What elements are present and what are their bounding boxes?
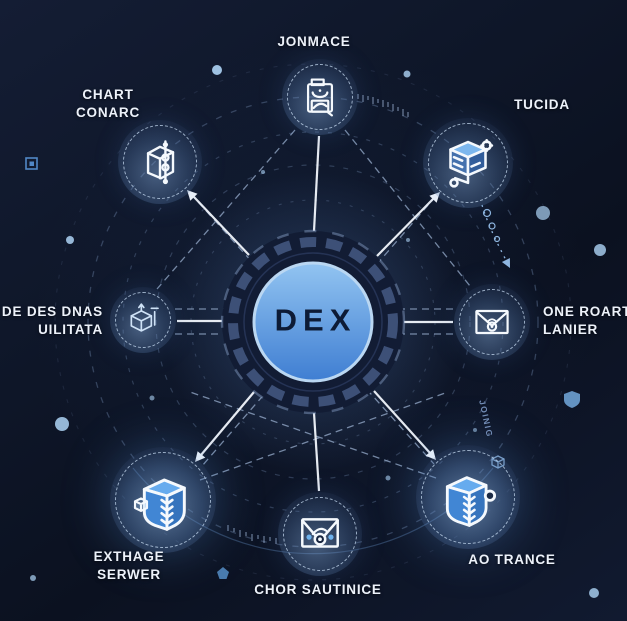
label-chart-conarc: CHART CONARC (75, 87, 141, 120)
spoke-lines (177, 135, 453, 492)
node-ao-trance (416, 445, 520, 549)
particle-dots (30, 65, 606, 598)
node-chart-conarc (118, 120, 202, 204)
node-chor-sautinice (278, 492, 362, 576)
shield-glyph-icon (564, 391, 580, 408)
node-one-roart (454, 284, 530, 360)
shield-chevron-icon (445, 476, 497, 527)
node-tucida (423, 118, 513, 208)
label-chor-sautinice: CHOR SAUTINICE (254, 582, 382, 597)
label-exthage-serwer: EXTHAGE SERWER (93, 549, 165, 582)
tick-marks (227, 94, 409, 544)
label-ao-trance: AO TRANCE (468, 552, 556, 567)
pentagon-glyph-icon (217, 567, 229, 579)
label-one-roart: ONE ROART LANIER (543, 304, 627, 337)
node-jonmace (282, 59, 358, 135)
label-tucida: TUCIDA (514, 97, 570, 112)
pixel-square-icon (25, 157, 38, 170)
wireframe-cube-icon (130, 303, 159, 332)
cube-network-icon (146, 140, 175, 185)
node-de-des-dnas (110, 287, 176, 353)
scanner-device-icon (306, 78, 334, 117)
envelope-gauge-icon (301, 518, 339, 548)
center-dex-label: DEX (274, 302, 357, 338)
center-hub (220, 229, 406, 415)
label-jonmace: JONMACE (277, 34, 351, 49)
label-de-des-dnas: DE DES DNAS UILITATA (1, 304, 103, 337)
node-exthage-serwer (110, 447, 216, 553)
shield-server-icon (133, 478, 186, 531)
server-stack-icon (449, 138, 494, 188)
envelope-icon (475, 309, 509, 335)
curved-arrow (481, 204, 510, 268)
